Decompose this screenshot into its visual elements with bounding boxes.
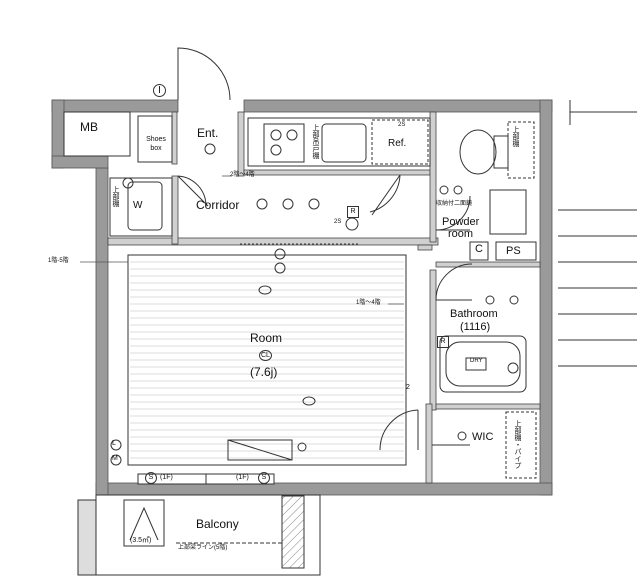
bathroom-label: Bathroom	[450, 308, 498, 320]
upper-storage-washer: 上部棚	[112, 186, 119, 207]
pipe-space-label: PS	[506, 245, 521, 257]
mark-i: I	[153, 84, 166, 97]
wic-label: WIC	[472, 431, 494, 443]
doors	[177, 47, 473, 451]
room-floor	[127, 254, 407, 466]
floor-note-1-5: 1階-5階	[48, 258, 69, 264]
interior-walls	[107, 111, 541, 484]
mark-2s-corridor: 2S	[334, 219, 342, 225]
mark-2-door: 2	[406, 384, 410, 391]
shoes-box-label-1: Shoes	[146, 136, 166, 143]
toilet	[459, 121, 535, 179]
upper-shelf-toilet: 上部棚	[512, 126, 519, 147]
floor-note-1-4: 1階～4階	[356, 300, 381, 306]
kitchen-unit	[247, 117, 431, 167]
annotation-lines	[80, 175, 404, 305]
entrance-label: Ent.	[197, 126, 219, 140]
upper-shelf-pipe-wic: 上部棚・パイプ	[514, 420, 521, 469]
mb-box	[63, 111, 131, 157]
c-ps-boxes	[469, 241, 537, 261]
corridor-label: Corridor	[196, 198, 240, 212]
balcony-area	[77, 494, 321, 576]
balcony-label: Balcony	[196, 517, 239, 531]
ac-unit	[227, 439, 293, 461]
closet-c-label: C	[475, 243, 483, 255]
balcony-area-note: (3.5㎡)	[130, 537, 152, 544]
mark-s-left: S	[145, 472, 157, 484]
sash-right-note: (1F)	[236, 474, 249, 481]
washer-area	[109, 177, 173, 237]
shoes-box-outline	[137, 115, 173, 163]
closet-cl-label: CL	[259, 350, 272, 361]
powder-basin	[489, 189, 527, 235]
dry-label: DRY	[470, 358, 483, 364]
shoes-box-label-2: box	[150, 145, 162, 152]
bathroom-size-label: (1116)	[460, 321, 491, 333]
mb-label: MB	[80, 120, 98, 134]
mark-l: L	[112, 440, 116, 447]
mark-r-corridor: R	[347, 206, 359, 218]
storage-mirror-note: 収納付二面鏡	[436, 201, 473, 207]
floor-note-2-4: 2階～4階	[230, 172, 255, 178]
upper-storage-kitchen: 上部吊戸棚	[312, 124, 319, 159]
outer-walls	[51, 99, 553, 496]
mark-m: M	[112, 455, 118, 462]
sash-left-note: (1F)	[160, 474, 173, 481]
mark-r-bath: R	[437, 336, 449, 348]
exterior-lines	[558, 100, 637, 367]
washer-label: W	[133, 200, 143, 211]
main-room-size-label: (7.6j)	[250, 365, 278, 379]
powder-room-label-1: Powder	[442, 216, 480, 228]
fixtures	[110, 143, 519, 466]
powder-room-label-2: room	[448, 228, 474, 240]
mark-2s-kitchen: 2S	[398, 122, 406, 128]
balcony-sash	[137, 473, 275, 485]
wic-shelf	[505, 411, 537, 479]
refrigerator-label: Ref.	[388, 138, 407, 149]
main-room-label: Room	[250, 331, 283, 345]
bathtub	[439, 335, 527, 393]
balcony-beam-note: 上部梁ライン(5階)	[178, 545, 228, 551]
mark-s-right: S	[258, 472, 270, 484]
